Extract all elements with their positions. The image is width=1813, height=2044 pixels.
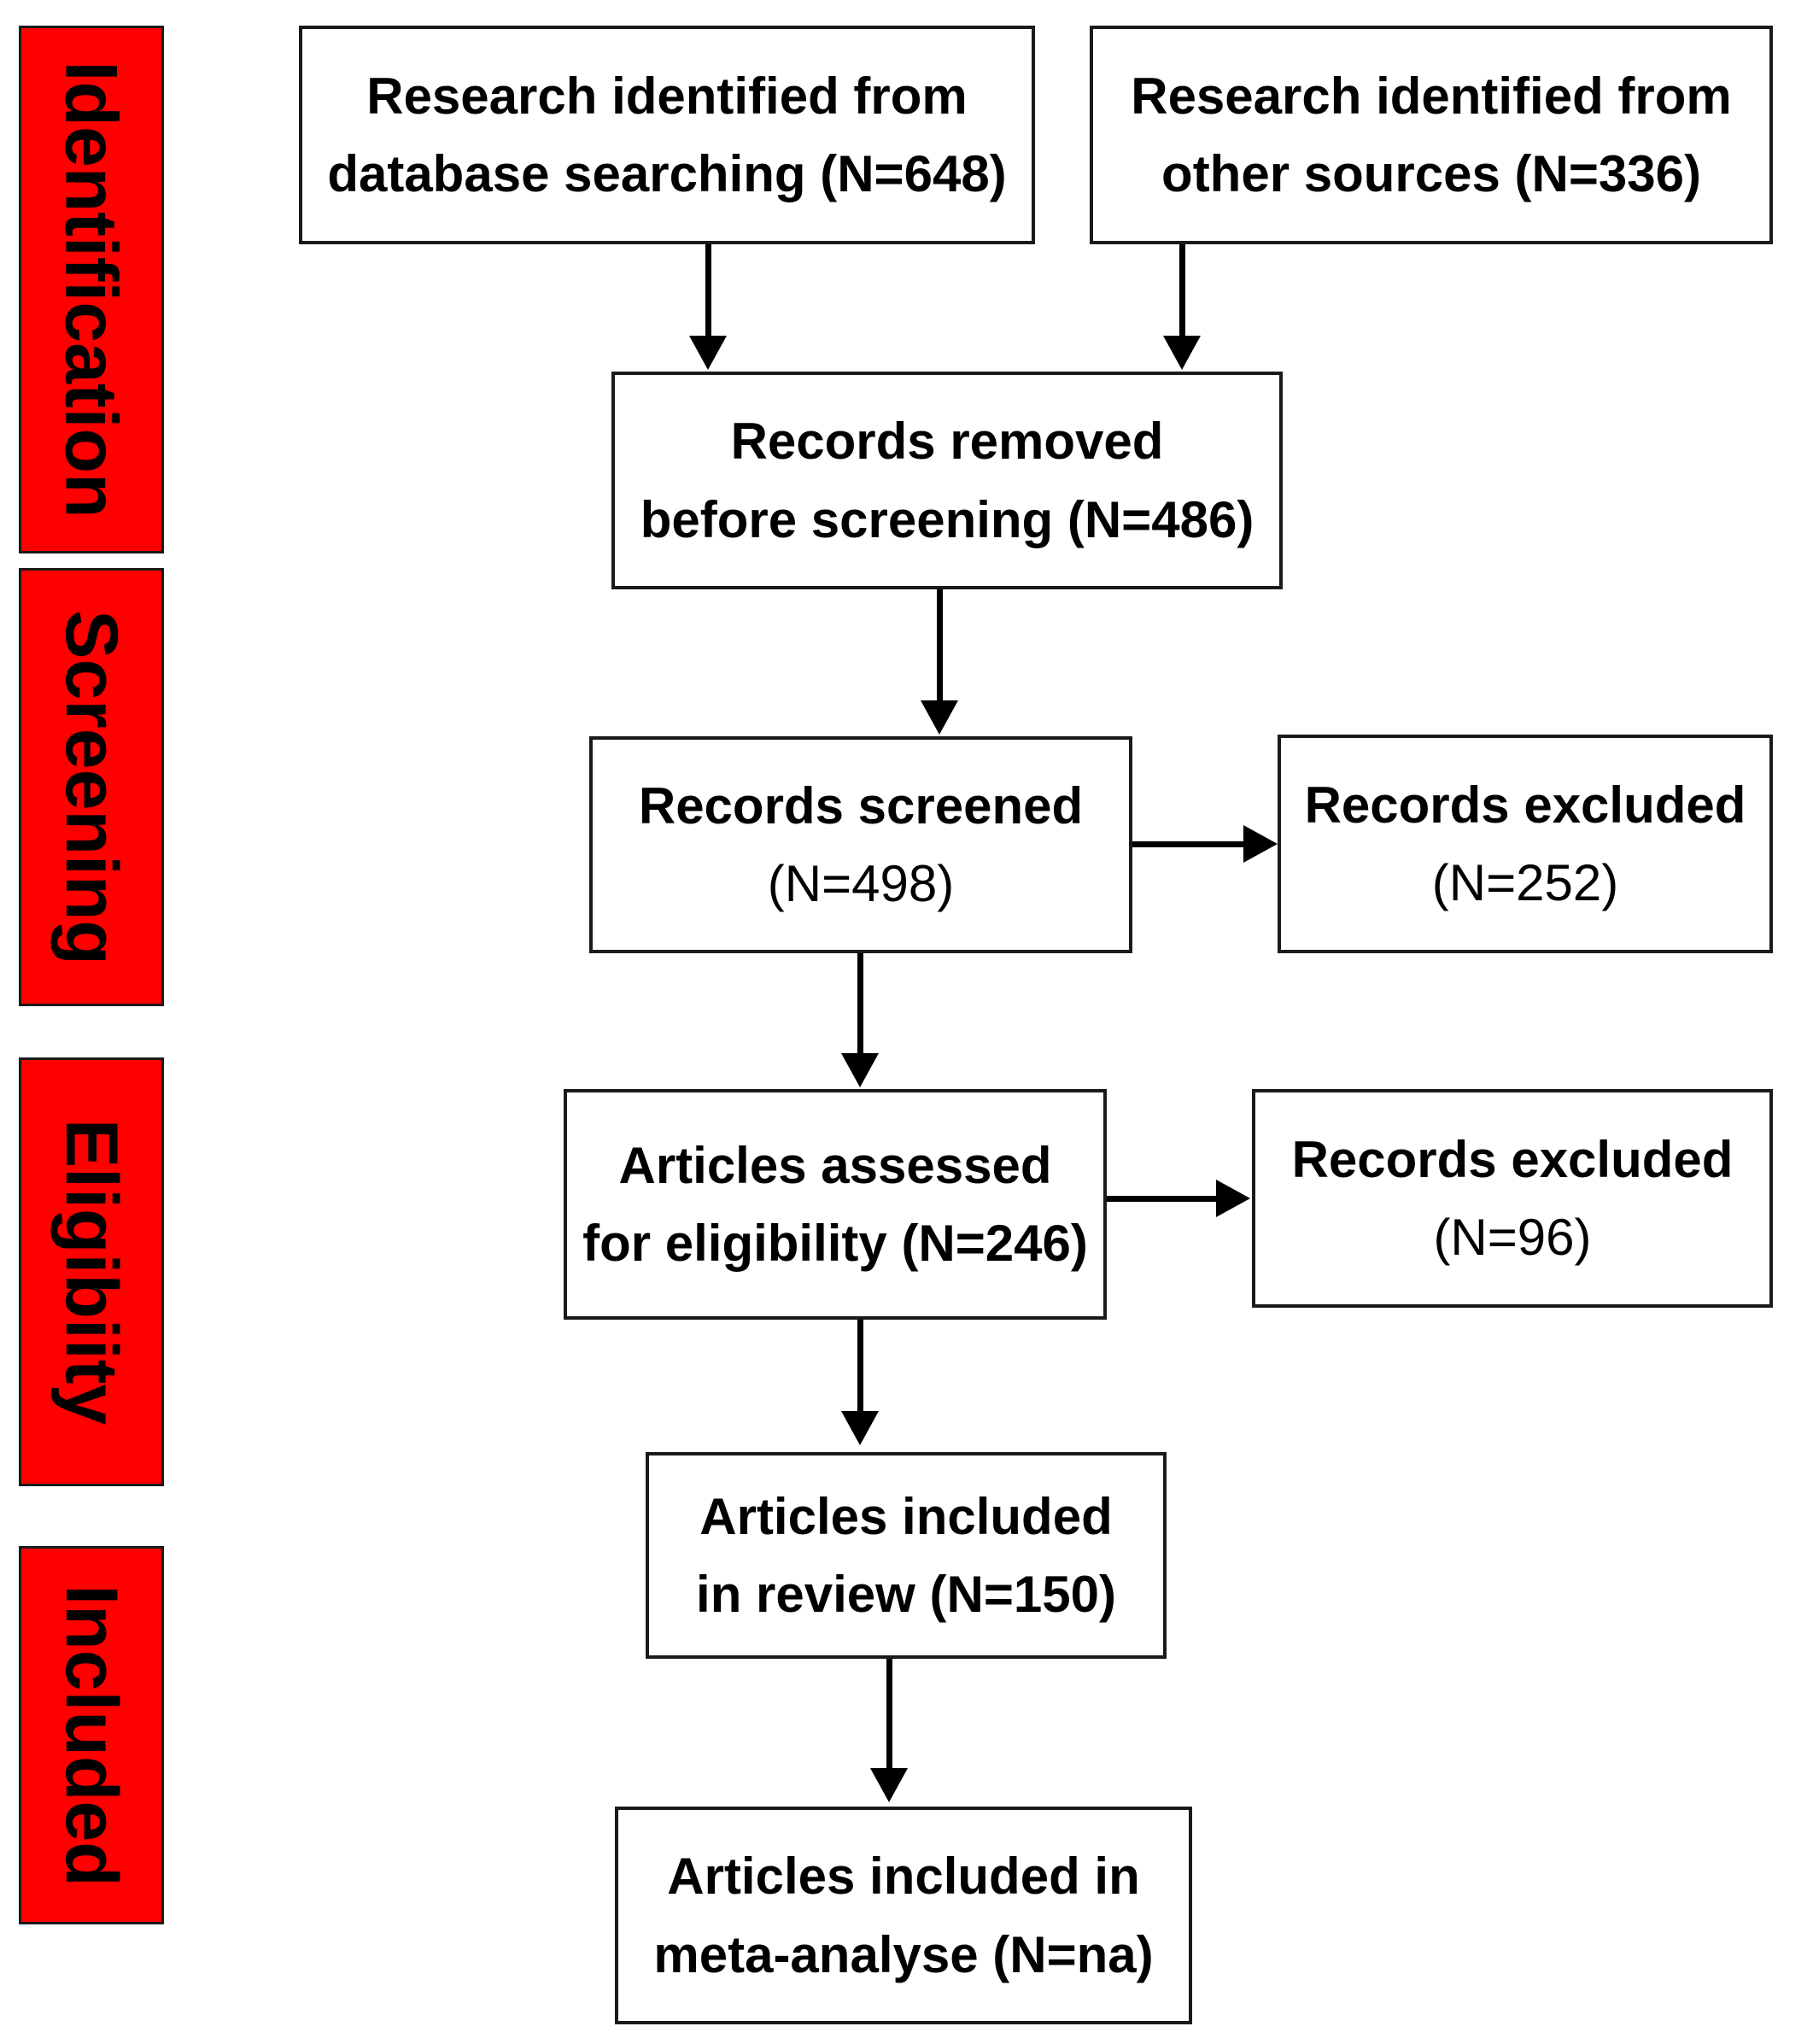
arrowhead-review-to-meta	[870, 1768, 908, 1802]
box-records-removed: Records removed before screening (N=486)	[611, 372, 1283, 589]
box-other-sources-line2: other sources (N=336)	[1161, 145, 1701, 202]
stage-label-eligibility-text: Eligibiity	[50, 1118, 132, 1426]
connector-assessed-to-included-review	[857, 1320, 863, 1414]
stage-label-identification: Identification	[19, 26, 164, 553]
connector-removed-to-screened	[937, 589, 943, 702]
arrowhead-removed-to-screened	[921, 700, 958, 735]
box-other-sources-line1: Research identified from	[1131, 67, 1732, 125]
stage-label-included-text: Included	[50, 1584, 133, 1887]
stage-label-eligibility: Eligibiity	[19, 1057, 164, 1486]
stage-label-screening-text: Screening	[50, 609, 132, 965]
box-other-sources: Research identified from other sources (…	[1090, 26, 1773, 244]
box-records-screened-line1: Records screened	[638, 776, 1084, 835]
box-records-screened-line2: (N=498)	[767, 855, 955, 912]
box-records-excluded-eligibility: Records excluded (N=96)	[1252, 1089, 1773, 1308]
box-articles-assessed-line2: for eligibility (N=246)	[582, 1215, 1088, 1272]
stage-label-included: Included	[19, 1546, 164, 1924]
connector-other-to-removed	[1179, 244, 1185, 338]
stage-label-identification-text: Identification	[50, 61, 133, 518]
box-records-excluded-screening-line1: Records excluded	[1304, 776, 1746, 834]
arrowhead-assessed-to-included-review	[841, 1411, 879, 1445]
box-included-in-review: Articles included in review (N=150)	[646, 1452, 1167, 1659]
box-database-searching: Research identified from database search…	[299, 26, 1035, 244]
box-included-in-meta-analysis: Articles included in meta-analyse (N=na)	[615, 1807, 1192, 2024]
connector-screened-to-excluded	[1132, 841, 1248, 847]
arrowhead-screened-to-assessed	[841, 1053, 879, 1087]
box-articles-assessed-line1: Articles assessed	[618, 1136, 1052, 1194]
stage-label-screening: Screening	[19, 568, 164, 1006]
arrowhead-screened-to-excluded	[1243, 825, 1278, 863]
box-records-removed-line2: before screening (N=486)	[640, 490, 1254, 548]
arrowhead-db-to-removed	[689, 336, 727, 370]
connector-assessed-to-excluded	[1107, 1196, 1219, 1202]
box-articles-assessed: Articles assessed for eligibility (N=246…	[564, 1089, 1107, 1320]
box-database-searching-line1: Research identified from	[366, 67, 968, 125]
box-included-in-review-line2: in review (N=150)	[696, 1566, 1116, 1623]
box-included-in-meta-analysis-line1: Articles included in	[667, 1848, 1140, 1906]
connector-screened-to-assessed	[857, 953, 863, 1056]
arrowhead-other-to-removed	[1163, 336, 1201, 370]
box-records-excluded-eligibility-line1: Records excluded	[1291, 1130, 1734, 1188]
box-records-excluded-screening-line2: (N=252)	[1431, 854, 1619, 911]
box-records-excluded-screening: Records excluded (N=252)	[1278, 735, 1773, 953]
box-records-removed-line1: Records removed	[730, 413, 1164, 471]
box-included-in-review-line1: Articles included	[699, 1487, 1113, 1545]
box-records-screened: Records screened (N=498)	[589, 736, 1132, 953]
connector-db-to-removed	[705, 244, 711, 338]
connector-review-to-meta	[886, 1659, 892, 1770]
box-database-searching-line2: database searching (N=648)	[327, 145, 1007, 202]
box-records-excluded-eligibility-line2: (N=96)	[1433, 1209, 1592, 1266]
arrowhead-assessed-to-excluded	[1216, 1180, 1250, 1217]
box-included-in-meta-analysis-line2: meta-analyse (N=na)	[653, 1925, 1154, 1983]
